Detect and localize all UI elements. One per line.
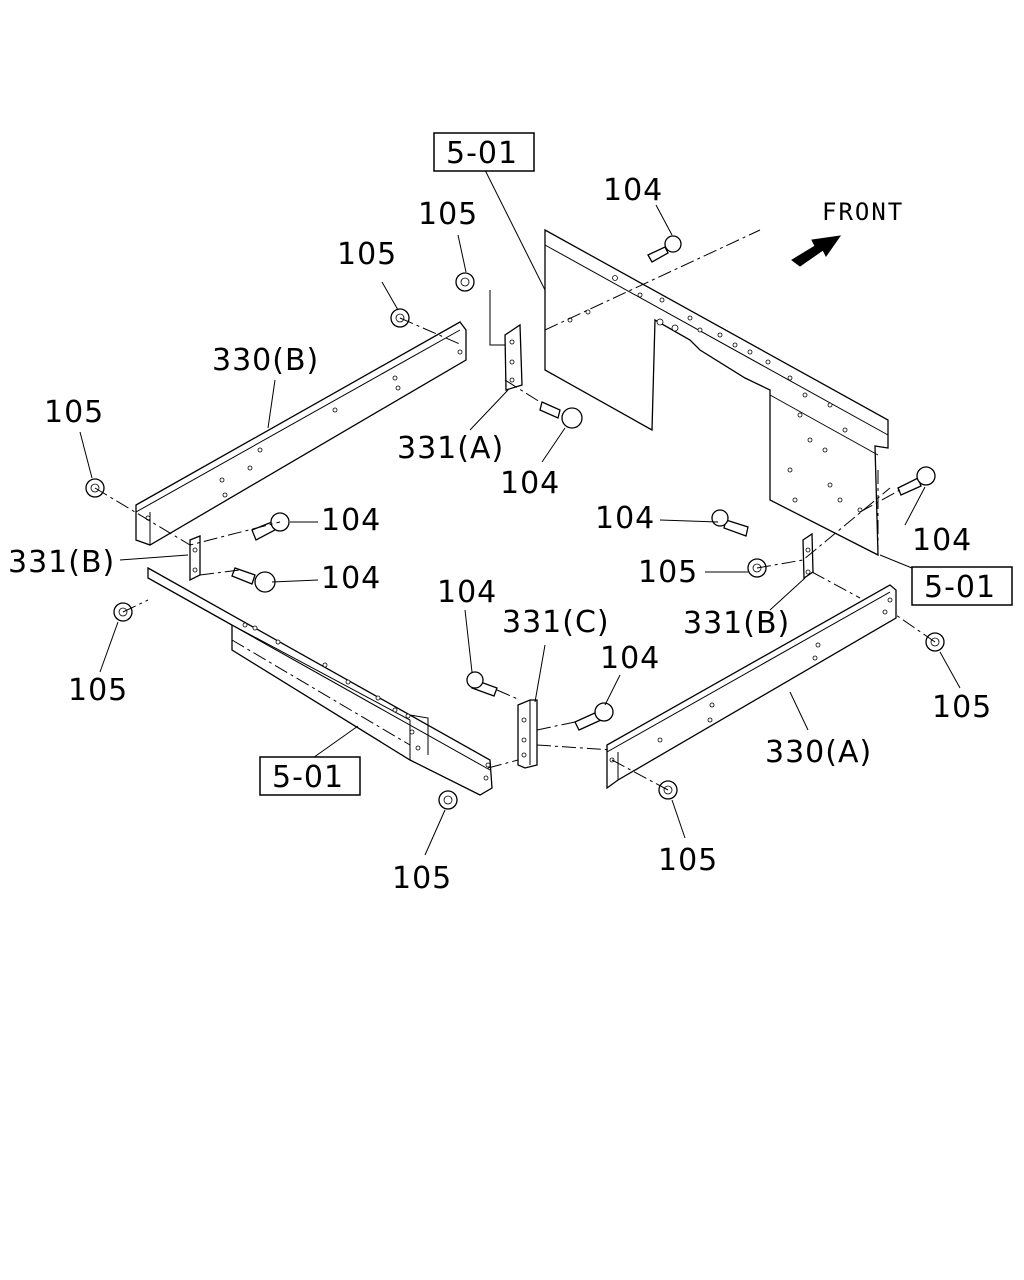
front-cross-rail: [147, 566, 493, 796]
reference-top-label: 5-01: [446, 136, 518, 171]
arrow-icon: [791, 235, 842, 267]
nut-105-bottom-center: [438, 790, 458, 810]
nut-105-top-center: [455, 272, 475, 292]
callout-bracket-331b-left: 331(B): [8, 545, 115, 580]
bolt-104-center-right: [574, 702, 614, 731]
callout-nut-left-end: 105: [44, 395, 104, 430]
bolt-104-right-mid: [711, 509, 749, 537]
callout-nut-right-end: 105: [932, 690, 992, 725]
callout-nut-top-left: 105: [337, 237, 397, 272]
callout-bolt-bracket-a: 104: [500, 466, 560, 501]
callout-bolt-right-mid: 104: [595, 501, 655, 536]
callout-rail-330b: 330(B): [212, 343, 319, 378]
callout-bolt-center: 104: [437, 575, 497, 610]
bolt-104-left-upper: [251, 512, 290, 541]
rail-330b: [135, 321, 467, 546]
callout-nut-bottom-right: 105: [658, 843, 718, 878]
assembly-lines: [94, 317, 936, 791]
reference-right-label: 5-01: [924, 570, 996, 605]
callout-nut-top-center: 105: [418, 197, 478, 232]
reference-bottom-left-label: 5-01: [272, 760, 344, 795]
callout-rail-330a: 330(A): [765, 735, 872, 770]
callout-nut-left-front: 105: [68, 673, 128, 708]
callout-bracket-331b-right: 331(B): [683, 606, 790, 641]
bracket-331b-left: [189, 535, 201, 582]
reference-box-bottom-left: 5-01: [259, 756, 361, 796]
bracket-331c: [517, 699, 538, 769]
bolt-104-top-center: [647, 235, 682, 263]
callout-bolt-right-upper: 104: [912, 523, 972, 558]
bracket-331a: [489, 290, 523, 391]
callout-bolt-left-upper: 104: [321, 503, 381, 538]
leader-lines: [79, 167, 961, 856]
callout-bolt-center-right: 104: [600, 641, 660, 676]
reference-box-right: 5-01: [911, 566, 1013, 606]
callout-nut-bottom-center: 105: [392, 861, 452, 896]
callout-bolt-top-center: 104: [603, 173, 663, 208]
reference-box-top: 5-01: [433, 132, 535, 172]
callout-bolt-left-lower: 104: [321, 561, 381, 596]
bolt-104-right-upper: [897, 466, 936, 496]
bolt-104-left-lower: [231, 567, 276, 593]
panel-holes: [567, 275, 863, 513]
callout-nut-right-mid: 105: [638, 555, 698, 590]
front-indicator: FRONT: [791, 198, 904, 267]
cab-rear-panel: [544, 228, 889, 557]
callout-bracket-331c: 331(C): [502, 605, 610, 640]
bolt-104-bracket-a: [539, 401, 583, 429]
callout-labels: 104 105 105 330(B) 105 331(A) 104 104 33…: [8, 173, 992, 896]
front-label: FRONT: [822, 198, 904, 226]
callout-bracket-331a: 331(A): [397, 431, 504, 466]
bolt-104-center: [466, 671, 498, 697]
